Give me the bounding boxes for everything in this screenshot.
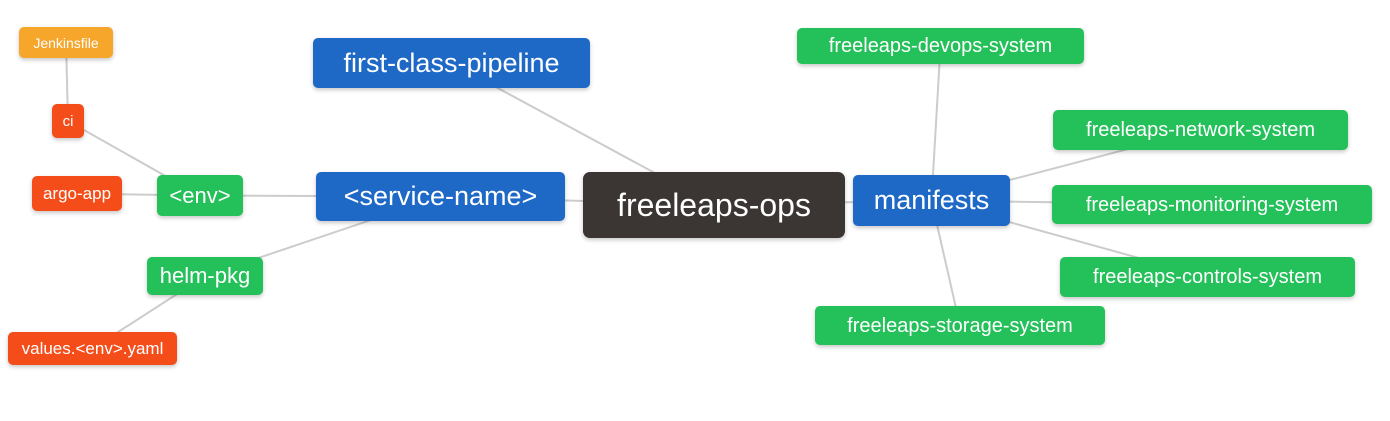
node-label-jenkinsfile: Jenkinsfile: [33, 34, 99, 51]
node-label-freeleaps-monitoring-system: freeleaps-monitoring-system: [1085, 193, 1339, 216]
node-freeleaps-monitoring-system[interactable]: freeleaps-monitoring-system: [1052, 185, 1372, 224]
node-values-env-yaml[interactable]: values.<env>.yaml: [8, 332, 177, 365]
node-argo-app[interactable]: argo-app: [32, 176, 122, 211]
node-label-values-env-yaml: values.<env>.yaml: [21, 339, 164, 358]
node-freeleaps-controls-system[interactable]: freeleaps-controls-system: [1060, 257, 1355, 297]
node-label-freeleaps-devops-system: freeleaps-devops-system: [828, 35, 1053, 57]
node-freeleaps-ops[interactable]: freeleaps-ops: [583, 172, 845, 238]
node-label-helm-pkg: helm-pkg: [159, 263, 251, 288]
node-helm-pkg[interactable]: helm-pkg: [147, 257, 263, 295]
node-env[interactable]: <env>: [157, 175, 243, 216]
node-label-manifests: manifests: [873, 185, 990, 215]
node-service-name[interactable]: <service-name>: [316, 172, 565, 221]
node-label-env: <env>: [169, 182, 231, 208]
node-label-service-name: <service-name>: [343, 181, 538, 211]
node-manifests[interactable]: manifests: [853, 175, 1010, 226]
node-label-freeleaps-network-system: freeleaps-network-system: [1086, 119, 1315, 141]
node-freeleaps-devops-system[interactable]: freeleaps-devops-system: [797, 28, 1084, 64]
node-label-first-class-pipeline: first-class-pipeline: [343, 47, 560, 78]
node-freeleaps-network-system[interactable]: freeleaps-network-system: [1053, 110, 1348, 150]
node-first-class-pipeline[interactable]: first-class-pipeline: [313, 38, 590, 88]
node-label-freeleaps-storage-system: freeleaps-storage-system: [847, 314, 1073, 337]
node-label-freeleaps-ops: freeleaps-ops: [617, 187, 811, 223]
node-ci[interactable]: ci: [52, 104, 84, 138]
node-label-ci: ci: [62, 112, 74, 130]
node-freeleaps-storage-system[interactable]: freeleaps-storage-system: [815, 306, 1105, 345]
node-jenkinsfile[interactable]: Jenkinsfile: [19, 27, 113, 58]
edge-manifests-freeleaps-devops-system: [930, 45, 942, 201]
node-label-argo-app: argo-app: [42, 184, 112, 203]
node-label-freeleaps-controls-system: freeleaps-controls-system: [1093, 266, 1322, 288]
